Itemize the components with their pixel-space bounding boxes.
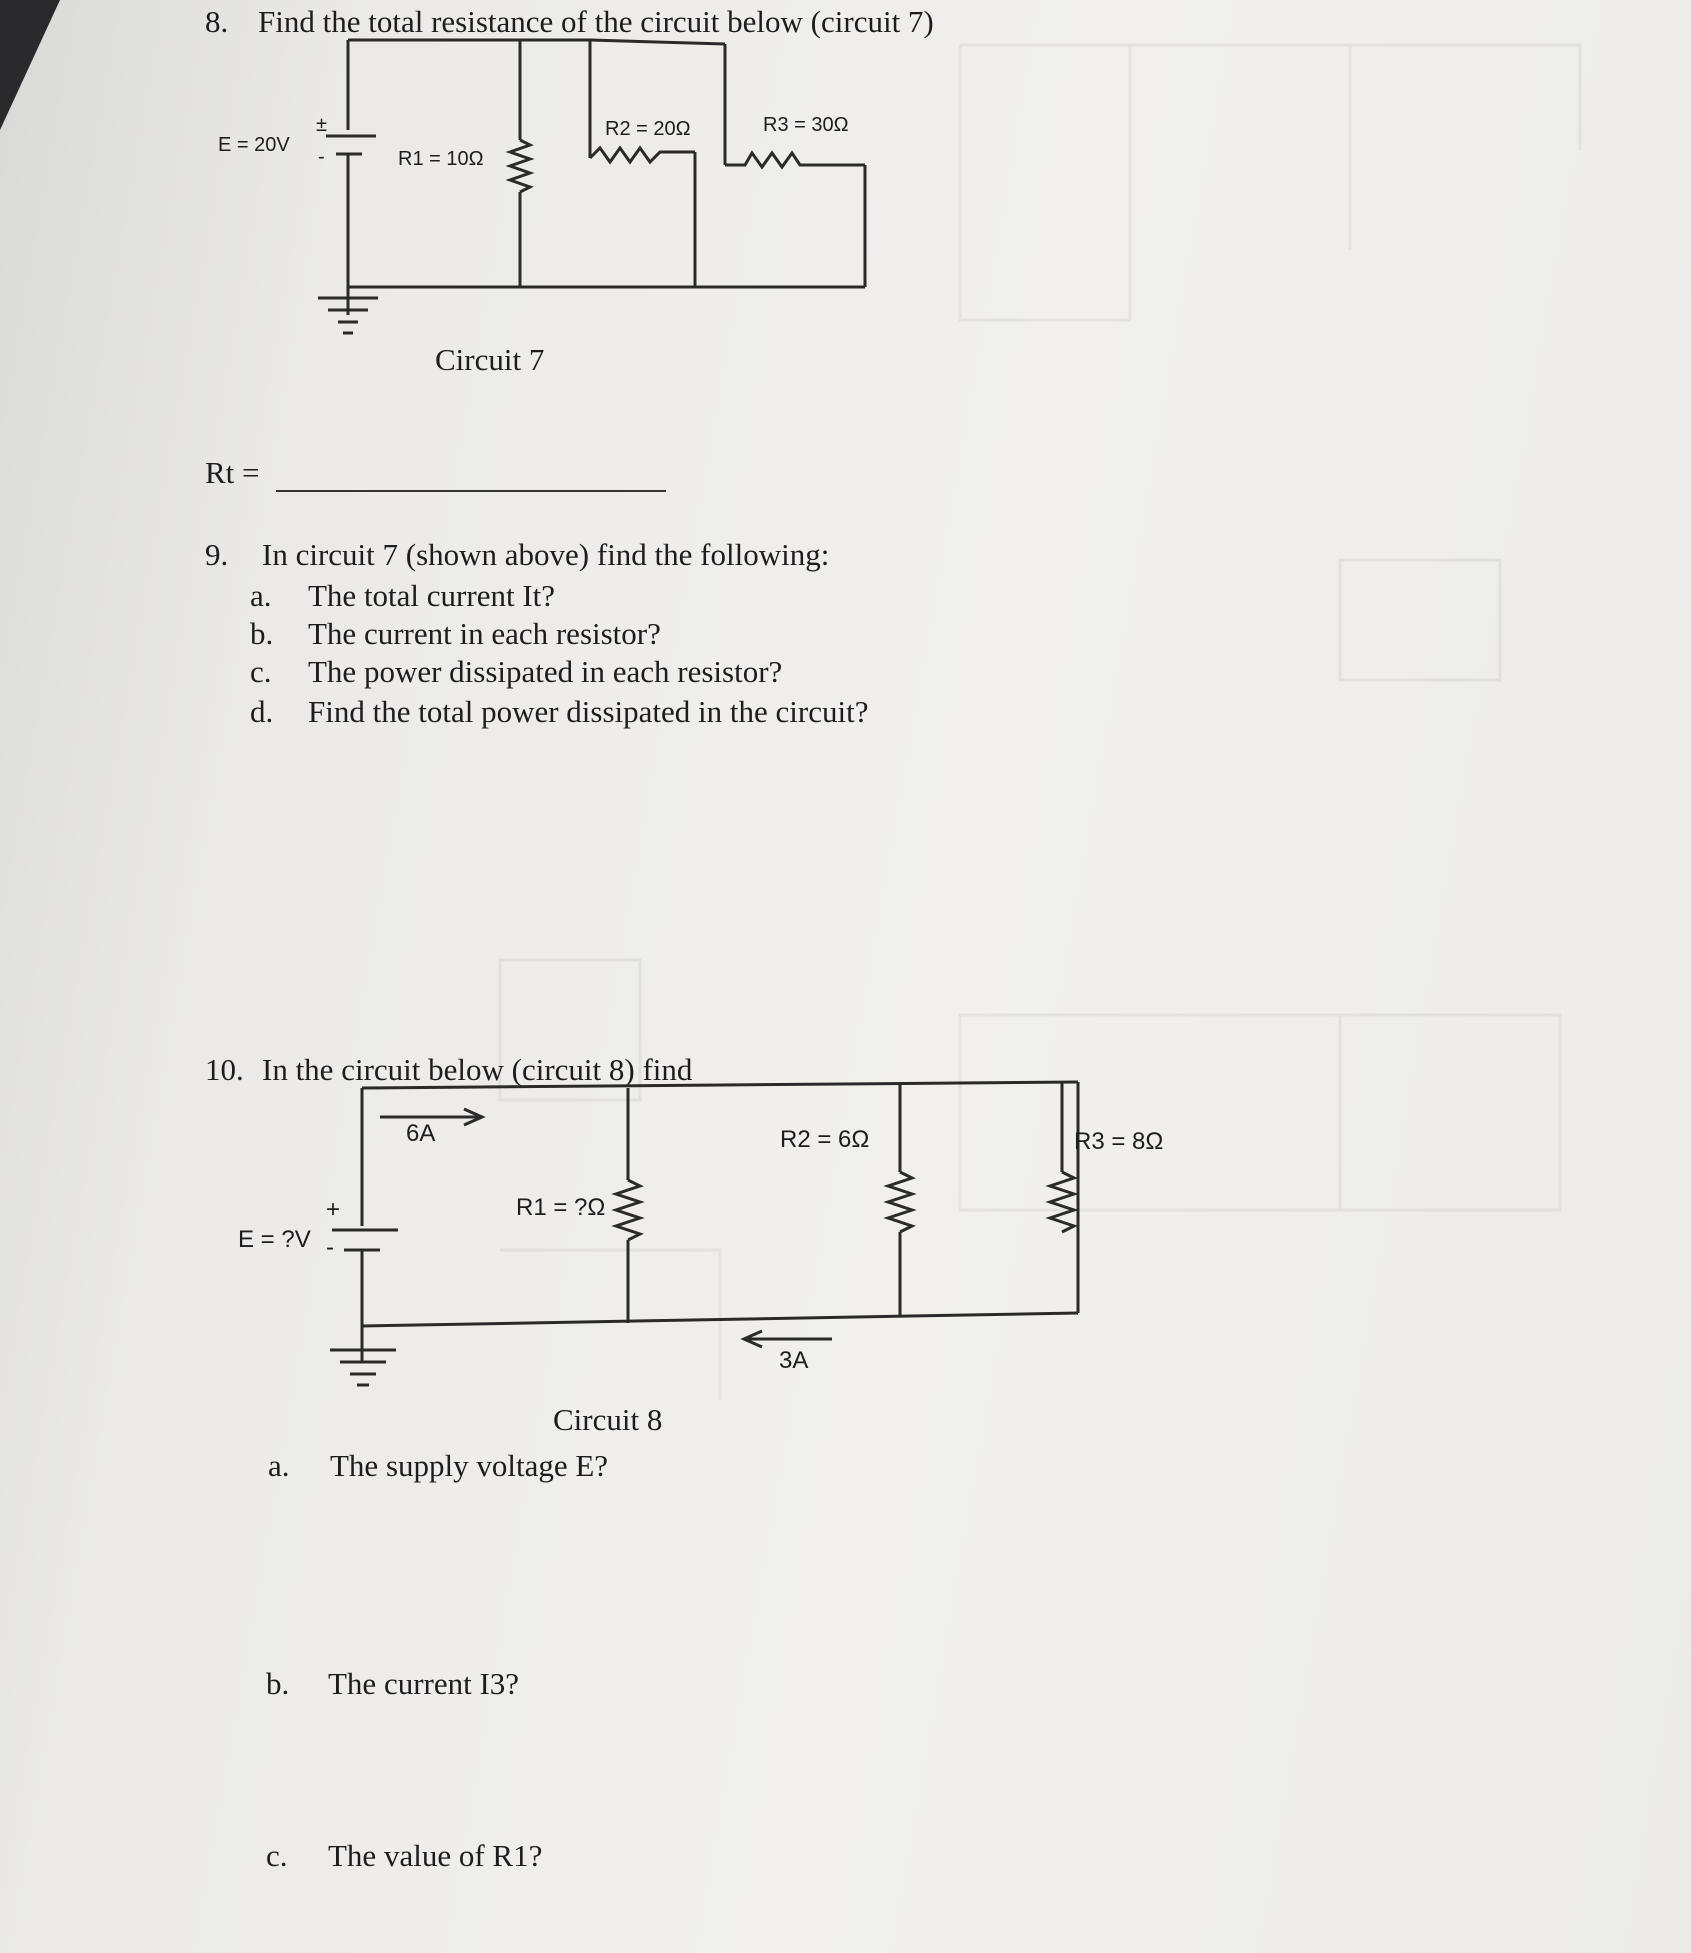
c8-plus-sign: + — [326, 1196, 341, 1223]
c8-caption: Circuit 8 — [553, 1402, 663, 1437]
c8-r3-resistor — [1045, 1170, 1079, 1234]
q10-item-a-text: The supply voltage E? — [330, 1448, 609, 1483]
c7-minus-sign: - — [318, 146, 325, 168]
c7-r1-resistor — [505, 138, 535, 194]
c8-source-label: E = ?V — [238, 1226, 311, 1253]
c7-r3-resistor — [725, 150, 865, 170]
page-shadow-corner — [0, 0, 60, 130]
c8-r3-label: R3 = 8Ω — [1074, 1128, 1164, 1155]
c8-r2-resistor — [883, 1170, 917, 1234]
c8-r2-label: R2 = 6Ω — [780, 1126, 870, 1153]
q10-number: 10. — [205, 1052, 244, 1087]
q8-text: Find the total resistance of the circuit… — [258, 4, 934, 39]
q9-item-d-letter: d. — [250, 694, 274, 729]
q9-item-c-letter: c. — [250, 654, 272, 689]
q9-text: In circuit 7 (shown above) find the foll… — [262, 537, 830, 572]
q9-item-a-text: The total current It? — [308, 578, 556, 613]
q9-item-c-text: The power dissipated in each resistor? — [308, 654, 783, 689]
q10-item-c-letter: c. — [266, 1838, 288, 1873]
q9-item-b-letter: b. — [250, 616, 274, 651]
q8-number: 8. — [205, 4, 229, 39]
c7-r2-resistor — [588, 145, 675, 165]
q10-item-b-letter: b. — [266, 1666, 290, 1701]
c8-r1-label: R1 = ?Ω — [516, 1194, 606, 1221]
c7-caption: Circuit 7 — [435, 342, 545, 377]
c7-source-label: E = 20V — [218, 134, 290, 156]
c7-r3-label: R3 = 30Ω — [763, 114, 849, 136]
c7-plus-sign: ± — [316, 114, 327, 136]
q9-number: 9. — [205, 537, 229, 572]
q9-item-a-letter: a. — [250, 578, 272, 613]
c7-r2-label: R2 = 20Ω — [605, 118, 691, 140]
c8-wire-top — [361, 1080, 1079, 1090]
q10-item-a-letter: a. — [268, 1448, 290, 1483]
c8-r1-resistor — [611, 1178, 645, 1242]
q8-answer-blank[interactable] — [276, 490, 666, 492]
q10-item-c-text: The value of R1? — [328, 1838, 543, 1873]
q9-item-b-text: The current in each resistor? — [308, 616, 661, 651]
c7-r1-label: R1 = 10Ω — [398, 148, 484, 170]
q8-answer-label: Rt = — [205, 455, 260, 490]
c7-wire-top-2 — [589, 38, 726, 46]
q10-item-b-text: The current I3? — [328, 1666, 520, 1701]
c8-current-top-label: 6A — [406, 1120, 436, 1147]
c8-minus-sign: - — [326, 1234, 334, 1261]
c8-arrow-6a-head — [463, 1107, 486, 1127]
c8-current-bottom-label: 3A — [779, 1347, 809, 1374]
c8-arrow-3a-head — [740, 1329, 763, 1349]
c8-wire-bottom — [361, 1311, 1079, 1328]
q9-item-d-text: Find the total power dissipated in the c… — [308, 694, 869, 729]
q10-text: In the circuit below (circuit 8) find — [262, 1052, 693, 1087]
